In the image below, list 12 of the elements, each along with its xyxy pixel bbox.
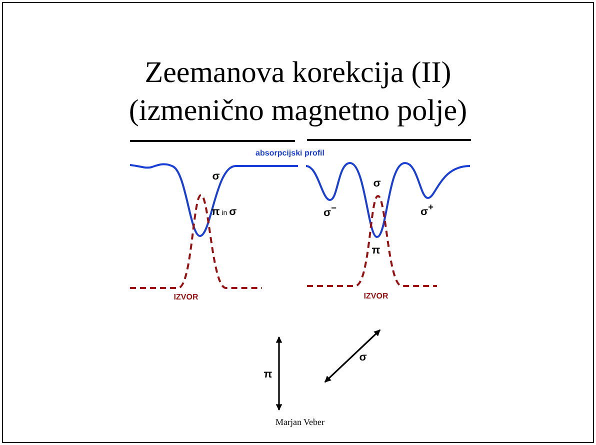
sigma-plus-label: σ$^{+}$ [420, 201, 434, 219]
slide-title: Zeemanova korekcija (II) (izmenično magnetno polje) [128, 55, 468, 129]
source-label: IZVOR [364, 290, 388, 302]
profile-label: absorpcijski profil [256, 148, 324, 160]
sigma-label: σ [359, 352, 367, 364]
pi-label: π [372, 244, 380, 258]
sigma-label: σ [373, 178, 381, 190]
pi-label: π [264, 368, 272, 382]
author-caption: Marjan Veber [275, 417, 325, 427]
source-label: IZVOR [174, 292, 198, 304]
sigma-minus-label: σ$^{−}$ [324, 202, 336, 220]
sigma-label: σ [212, 170, 220, 184]
